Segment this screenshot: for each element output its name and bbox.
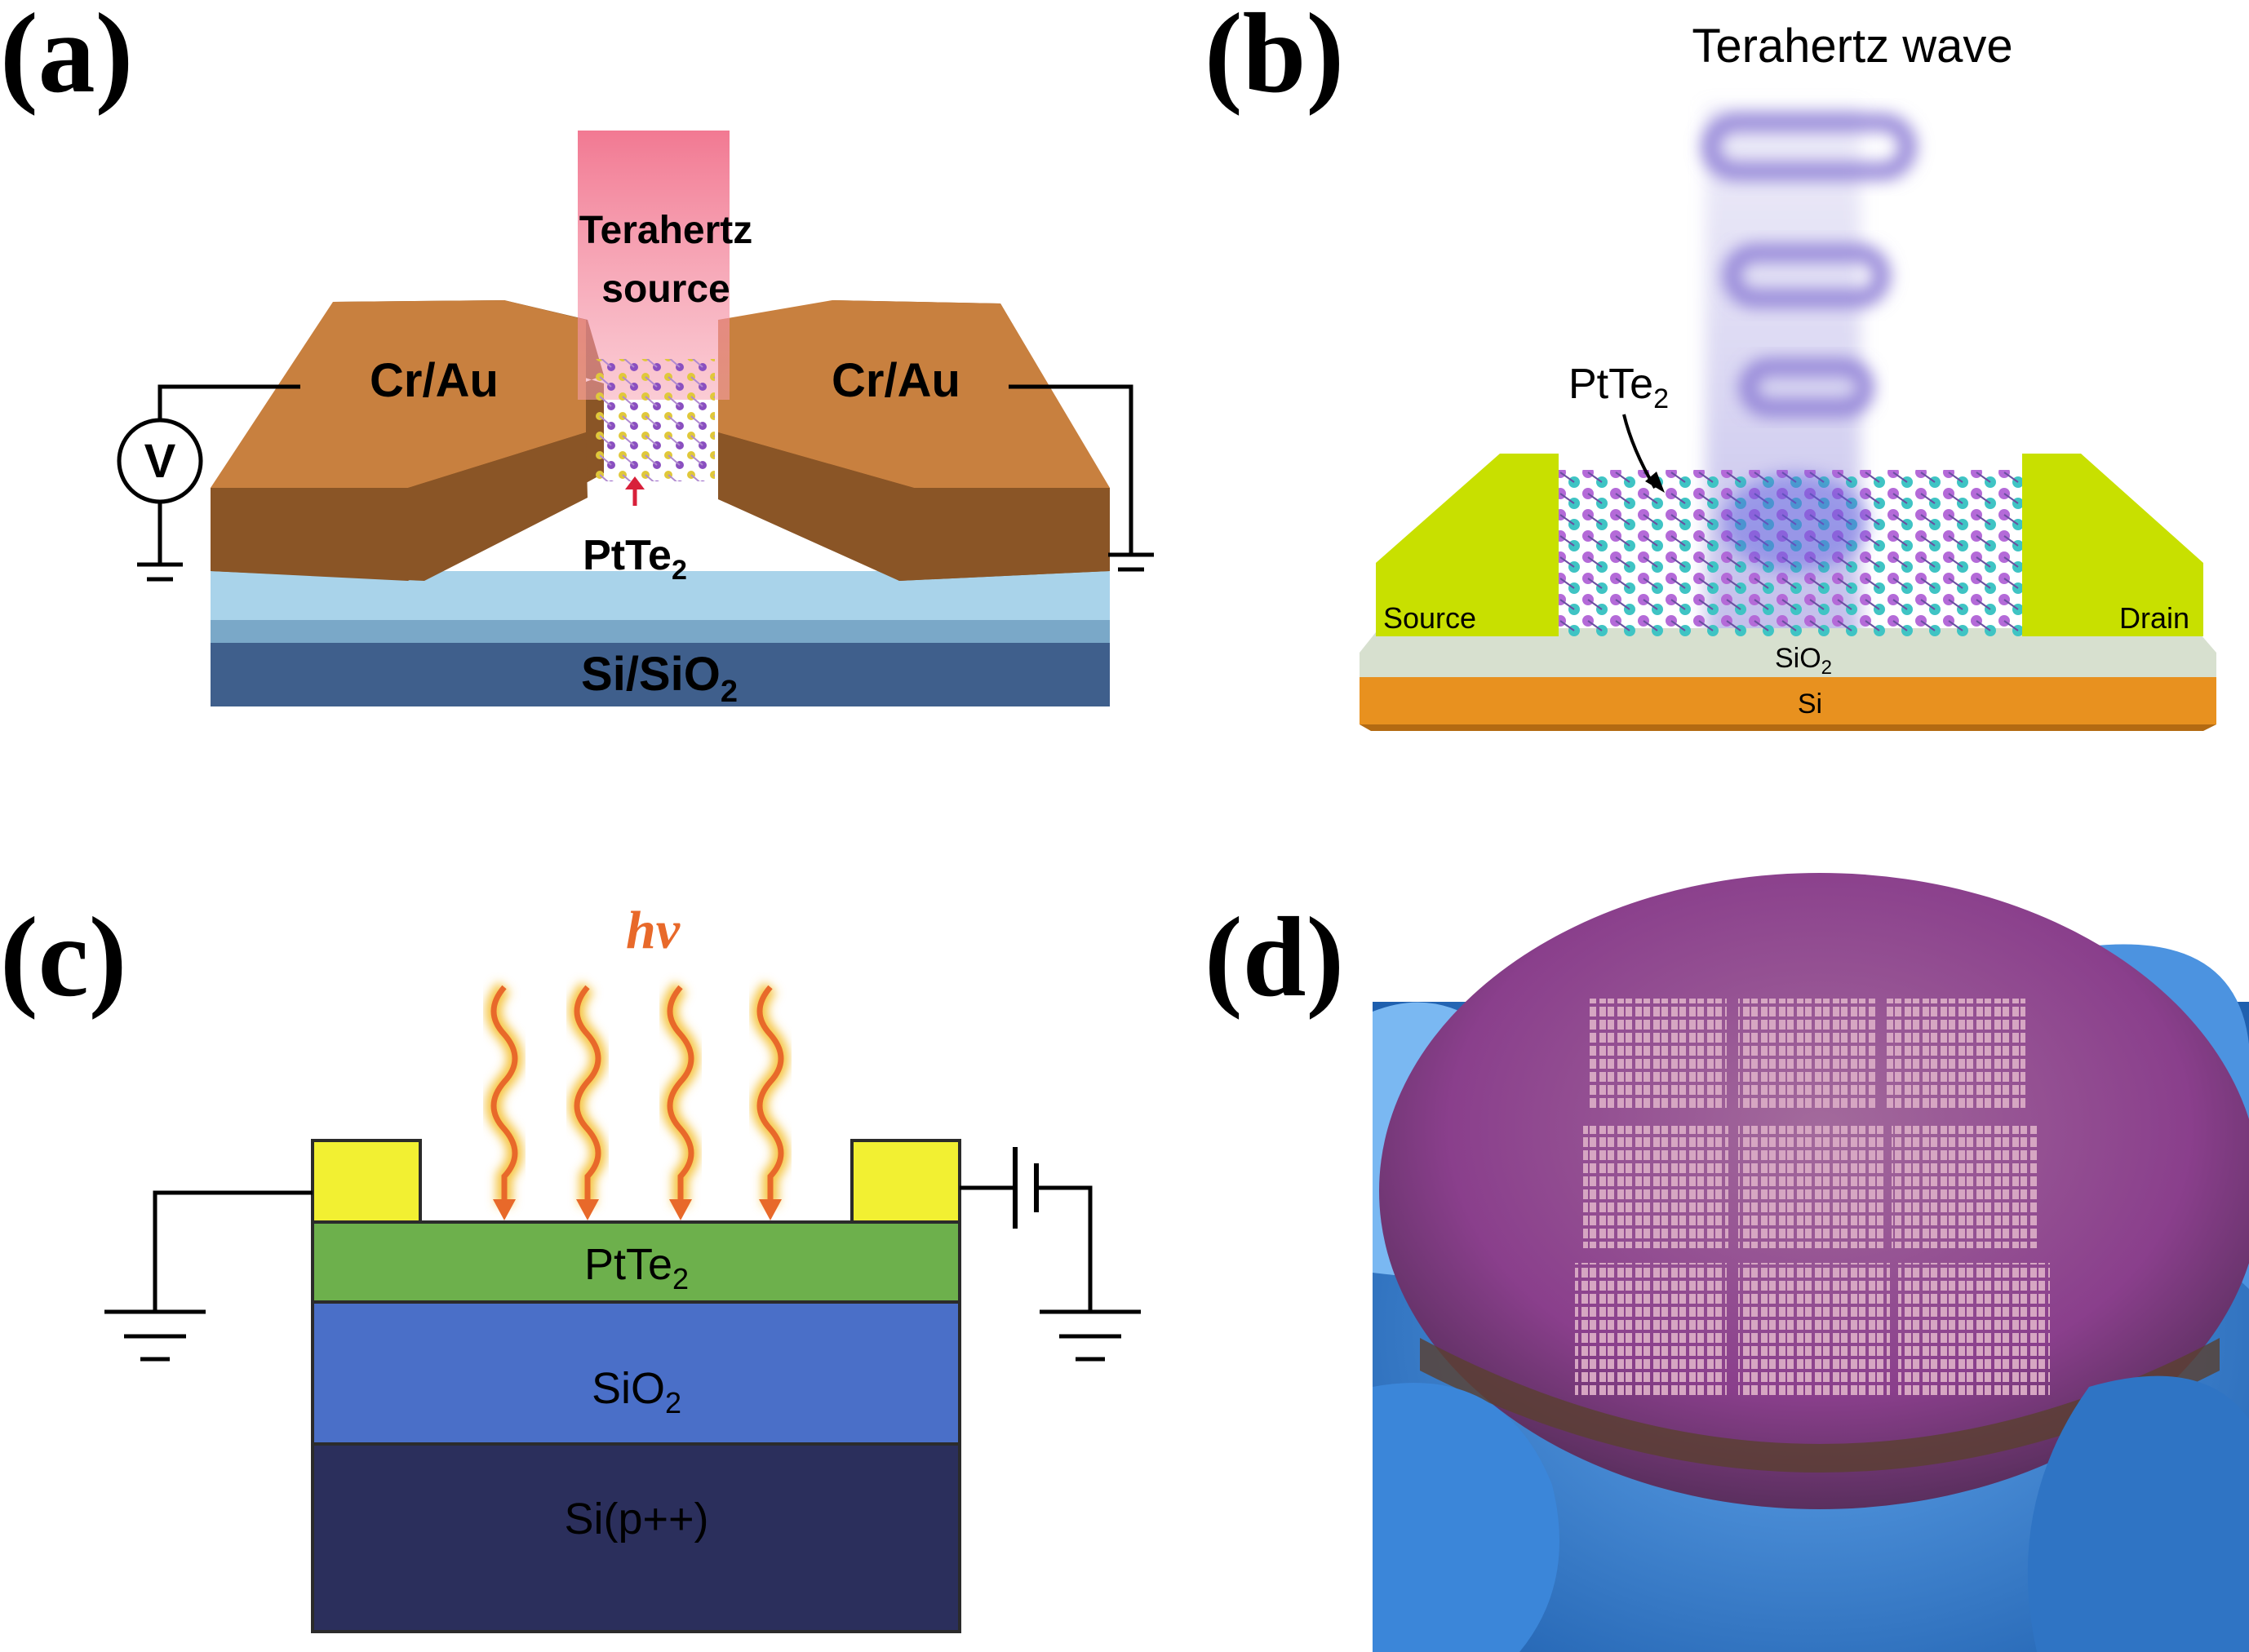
device-block-8	[1738, 1263, 1890, 1395]
device-array	[1575, 999, 2050, 1395]
oxide-layer-a	[211, 571, 1110, 620]
source-contact	[1376, 454, 1559, 636]
layer3-label: Si(p++)	[564, 1495, 708, 1543]
photon-waves	[486, 981, 789, 1220]
glove-finger-bottom	[1373, 1383, 1559, 1652]
device-block-2	[1738, 999, 1877, 1111]
panel-c-label: (c)	[0, 894, 126, 1021]
wire-ground-c	[1036, 1185, 1093, 1312]
layer2-label: SiO2	[592, 1364, 681, 1419]
material-pointer-head-icon	[1645, 472, 1665, 493]
drain-label: Drain	[2119, 601, 2189, 635]
photon-wave-3-icon	[662, 981, 699, 1220]
ptte2-layer-c	[311, 1220, 961, 1304]
layer1-label: PtTe2	[584, 1240, 689, 1295]
si-layer-c	[311, 1442, 961, 1633]
voltmeter-label: V	[144, 435, 176, 488]
contact-pad-left	[311, 1139, 422, 1224]
wafer-edge	[1420, 1338, 2220, 1473]
wire-left-a	[157, 384, 300, 424]
wave-ring-2	[1723, 245, 1890, 307]
wave-spot-b	[1722, 473, 1869, 571]
red-arrow-head-icon	[625, 476, 645, 489]
terahertz-wave-label: Terahertz wave	[1692, 20, 2012, 73]
silicon-layer-a	[211, 643, 1110, 706]
photon-wave-1-icon	[486, 981, 523, 1220]
source-label: Source	[1383, 601, 1476, 635]
panel-b-label: (b)	[1204, 0, 1344, 117]
photon-wave-4-icon	[752, 981, 789, 1220]
oxide-label-b: SiO2	[1775, 643, 1832, 679]
electrode-right-front	[718, 432, 1110, 581]
device-block-4	[1583, 1126, 1728, 1248]
electrode-label-left: Cr/Au	[370, 354, 499, 407]
glove-finger-bottom-right	[2027, 1375, 2249, 1652]
wafer-photo	[1373, 873, 2249, 1652]
si-label-b: Si	[1798, 689, 1822, 720]
panel-c: (c) hv	[0, 894, 1141, 1633]
photon-wave-2-icon	[569, 981, 606, 1220]
panel-d-label: (d)	[1204, 894, 1344, 1021]
material-label-b: PtTe2	[1568, 361, 1669, 414]
contact-pad-right	[850, 1139, 961, 1224]
wire-right-a	[1009, 384, 1133, 555]
device-block-3	[1887, 999, 2025, 1111]
si-layer-b-2	[1360, 724, 2216, 731]
material-label-a: PtTe2	[583, 532, 687, 586]
ptte2-lattice-a	[592, 359, 715, 481]
substrate-label-a: Si/SiO2	[581, 648, 738, 709]
si-layer-b	[1360, 677, 2216, 724]
sio2-layer-c	[311, 1300, 961, 1446]
wire-left-c	[153, 1190, 313, 1312]
electrode-right	[718, 300, 1110, 488]
device-block-7	[1575, 1263, 1727, 1395]
oxide-edge-a	[211, 620, 1110, 643]
wave-ring-3	[1740, 359, 1874, 416]
thz-source-line1: Terahertz	[579, 209, 753, 252]
panel-d: (d)	[1204, 873, 2249, 1652]
device-block-6	[1892, 1126, 2037, 1248]
panel-a-label: (a)	[0, 0, 133, 117]
photon-label: hv	[626, 901, 681, 960]
wave-ring-1	[1702, 114, 1916, 179]
device-block-5	[1738, 1126, 1883, 1248]
device-block-9	[1898, 1263, 2050, 1395]
panel-b: (b) Terahertz wave Source Drain SiO2 Si …	[1204, 0, 2216, 731]
electrode-label-right: Cr/Au	[832, 354, 960, 407]
oxide-layer-b	[1360, 628, 2216, 677]
electrode-left-front	[211, 432, 588, 581]
panel-a: (a) Terahertz source Cr/Au Cr/Au PtTe2 S…	[0, 0, 1154, 709]
thz-source-line2: source	[601, 268, 730, 311]
drain-contact	[2022, 454, 2203, 636]
device-block-1	[1588, 999, 1727, 1111]
thz-beam	[578, 131, 730, 400]
